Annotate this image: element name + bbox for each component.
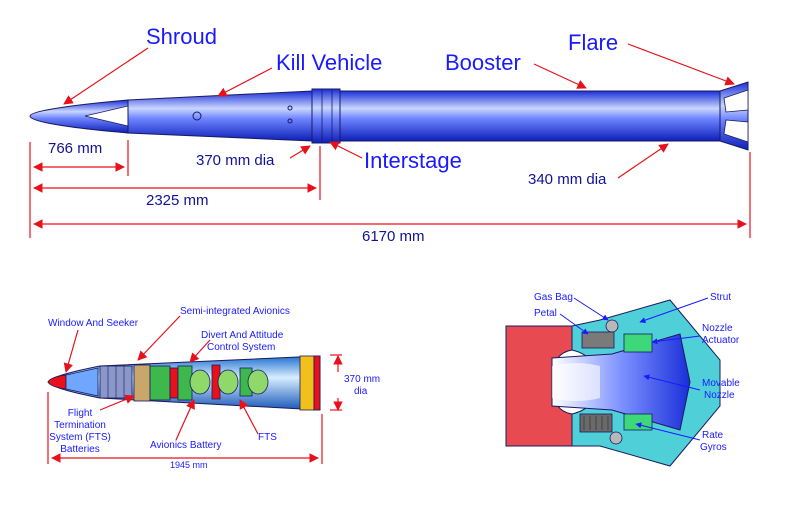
kv-label-divert-2: Control System	[207, 342, 275, 353]
movable-nozzle-shape	[551, 333, 691, 431]
kv-label-flight-2: Termination	[54, 420, 106, 431]
label-flare: Flare	[568, 30, 618, 55]
kv-label-window-seeker: Window And Seeker	[48, 318, 139, 329]
kv-port-small	[287, 118, 293, 124]
actuator-shape	[623, 333, 653, 353]
gas-bag-ball	[605, 319, 619, 333]
kv-port-small	[287, 105, 293, 111]
kv-label-divert-1: Divert And Attitude	[201, 330, 284, 341]
nz-label-strut: Strut	[710, 292, 731, 303]
label-interstage: Interstage	[364, 148, 462, 173]
kv-port	[192, 111, 202, 121]
kv-label-flight-3: System (FTS)	[49, 432, 111, 443]
nozzle-cutaway	[505, 299, 721, 467]
nz-label-petal: Petal	[534, 308, 557, 319]
kv-avionics	[133, 364, 151, 402]
missile-side-view	[29, 81, 749, 151]
nozzle-leader-arrows	[559, 297, 709, 441]
arrow-dia-340	[617, 143, 669, 179]
label-dim-2325: 2325 mm	[146, 192, 209, 209]
arrow-interstage	[329, 141, 363, 159]
nz-label-movable-2: Nozzle	[704, 390, 735, 401]
nz-label-actuator-1: Nozzle	[702, 323, 733, 334]
kv-label-flight-1: Flight	[68, 408, 93, 419]
kv-leader-arrows	[47, 315, 343, 464]
kv-label-flight-4: Batteries	[60, 444, 99, 455]
dimension-lines	[29, 140, 751, 238]
arrow-shroud	[63, 47, 149, 105]
label-dim-6170: 6170 mm	[362, 228, 425, 245]
label-kill-vehicle: Kill Vehicle	[276, 50, 382, 75]
kill-vehicle-shape	[127, 90, 313, 142]
label-dia-370: 370 mm dia	[196, 152, 275, 169]
arrow-flare	[627, 43, 735, 86]
arrow-dia-370	[289, 145, 311, 159]
kv-label-dia-1: 370 mm	[344, 374, 380, 385]
kv-label-semi-avionics: Semi-integrated Avionics	[180, 306, 290, 317]
kv-aft-ring	[299, 355, 315, 411]
kv-label-length: 1945 mm	[170, 460, 208, 470]
interstage-shape	[311, 88, 341, 144]
nz-label-actuator-2: Actuator	[702, 335, 740, 346]
petal-shape	[581, 331, 615, 349]
nz-label-rate-1: Rate	[702, 430, 724, 441]
kv-tank	[189, 369, 211, 395]
kv-label-avionics-battery: Avionics Battery	[150, 440, 222, 451]
arrow-kill-vehicle	[217, 67, 273, 97]
label-dia-340: 340 mm dia	[528, 171, 607, 188]
label-dim-766: 766 mm	[48, 140, 102, 157]
kv-label-dia-2: dia	[354, 386, 368, 397]
nz-label-movable-1: Movable	[702, 378, 740, 389]
label-shroud: Shroud	[146, 24, 217, 49]
booster-shape	[339, 90, 721, 142]
kill-vehicle-cutaway	[47, 355, 321, 411]
nz-label-gas-bag: Gas Bag	[534, 292, 573, 303]
kv-nose-tip	[47, 374, 67, 390]
arrow-booster	[533, 63, 587, 89]
label-booster: Booster	[445, 50, 521, 75]
nz-label-rate-2: Gyros	[700, 442, 727, 453]
kv-label-fts: FTS	[258, 432, 277, 443]
